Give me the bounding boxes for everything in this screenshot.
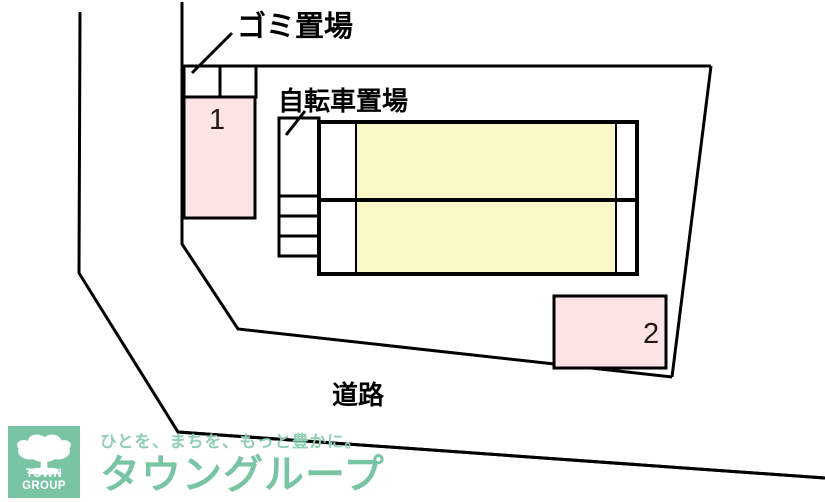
parking-slot-2-number: 2 — [643, 318, 660, 350]
garbage-area-leader-line — [190, 31, 234, 75]
east-boundary-line — [670, 65, 713, 378]
boundary-lines — [77, 2, 825, 480]
bicycle-parking-block — [277, 116, 321, 258]
west-boundary-line — [77, 11, 99, 303]
main-building — [317, 120, 639, 276]
garbage-area-label: ゴミ置場 — [237, 9, 354, 43]
brand-tagline: ひとを、まちを、もっと豊かに。 — [100, 432, 363, 451]
tree-icon — [17, 434, 71, 475]
brand-logo-mark: TOWN GROUP — [8, 426, 80, 498]
parking-slot-2-rect[interactable] — [552, 294, 668, 370]
road-label: 道路 — [332, 381, 385, 411]
parking-slot-1-rect[interactable] — [182, 95, 257, 220]
bicycle-parking-leader-line — [284, 110, 307, 136]
brand-company-name: タウングループ — [100, 452, 385, 498]
brand-logo-mark-text: TOWN GROUP — [22, 468, 66, 492]
road-south-edge — [177, 430, 825, 480]
brand-wordmark: ひとを、まちを、もっと豊かに。 タウングループ — [100, 426, 385, 496]
building-unit-upper — [357, 124, 615, 198]
building-unit-lower — [357, 202, 615, 272]
brand-logo-lockup: TOWN GROUP ひとを、まちを、もっと豊かに。 タウングループ — [8, 426, 385, 498]
parking-slot-1-number: 1 — [209, 104, 226, 136]
inner-west-boundary-line — [180, 2, 673, 379]
bicycle-parking-label: 自転車置場 — [278, 87, 409, 117]
